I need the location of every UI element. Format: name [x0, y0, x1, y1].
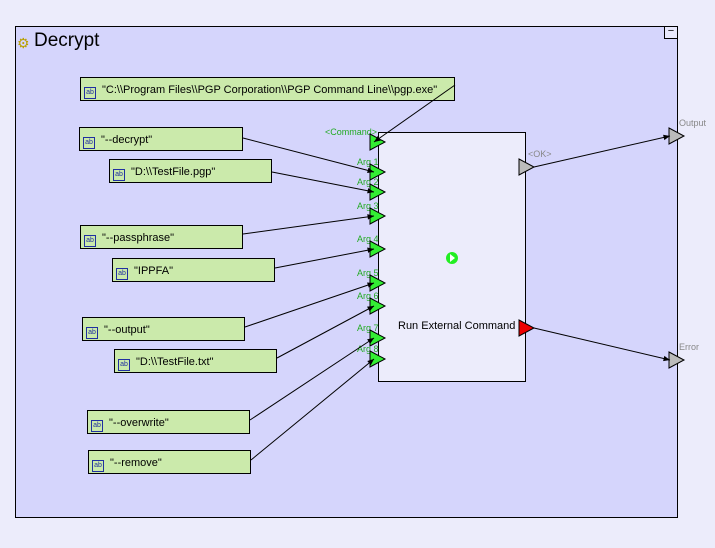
wire [271, 171, 375, 193]
string-constant-icon: ab [91, 420, 103, 432]
wire-arrowhead [367, 214, 374, 220]
constant-block[interactable]: ab "D:\\TestFile.pgp" [109, 159, 272, 183]
input-port[interactable] [369, 350, 387, 368]
constant-block[interactable]: ab "--remove" [88, 450, 251, 474]
gear-icon: ⚙ [17, 35, 30, 51]
wire [533, 135, 671, 168]
wire-arrowhead [663, 134, 670, 141]
constant-value: "D:\\TestFile.pgp" [131, 166, 216, 178]
string-constant-icon: ab [84, 87, 96, 99]
run-icon-arrow [450, 254, 455, 262]
wire-arrowhead [367, 247, 374, 253]
constant-block[interactable]: ab "C:\\Program Files\\PGP Corporation\\P… [80, 77, 455, 101]
string-constant-icon: ab [84, 235, 96, 247]
wire [244, 282, 375, 328]
input-port-label: Arg 1 [357, 157, 379, 167]
string-constant-icon: ab [86, 327, 98, 339]
ok-port[interactable] [518, 158, 536, 176]
input-port-label: Arg 3 [357, 201, 379, 211]
input-port-label: Arg 7 [357, 323, 379, 333]
output-label: Output [679, 118, 707, 128]
wire-arrowhead [367, 338, 374, 344]
wire [242, 137, 375, 173]
wire [274, 248, 375, 269]
workflow-title: ⚙Decrypt [17, 30, 99, 52]
string-constant-icon: ab [92, 460, 104, 472]
wire [276, 305, 375, 359]
constant-block[interactable]: ab "--overwrite" [87, 410, 250, 434]
constant-block[interactable]: ab "--decrypt" [79, 127, 243, 151]
title-text: Decrypt [34, 30, 100, 51]
constant-block[interactable]: ab "IPPFA" [112, 258, 275, 282]
input-port-label: Arg 5 [357, 268, 379, 278]
wire [242, 215, 375, 235]
error-port[interactable] [518, 319, 536, 337]
wire [250, 358, 375, 461]
constant-value: "--decrypt" [101, 134, 153, 146]
string-constant-icon: ab [116, 268, 128, 280]
input-port-label: Arg 8 [357, 344, 379, 354]
string-constant-icon: ab [113, 169, 125, 181]
constant-value: "D:\\TestFile.txt" [136, 356, 214, 368]
wire [373, 84, 456, 143]
input-port-label: Arg 2 [357, 177, 379, 187]
wire-arrowhead [374, 136, 381, 142]
string-constant-icon: ab [83, 137, 95, 149]
wire-arrowhead [367, 167, 374, 174]
constant-value: "--output" [104, 324, 150, 336]
wire-arrowhead [367, 282, 374, 288]
constant-value: "C:\\Program Files\\PGP Corporation\\PGP… [102, 84, 438, 96]
wire-arrowhead [367, 188, 374, 194]
wire-arrowhead [663, 355, 670, 362]
constant-value: "--passphrase" [102, 232, 175, 244]
string-constant-icon: ab [118, 359, 130, 371]
input-port[interactable] [369, 329, 387, 347]
input-port-label: Arg 6 [357, 291, 379, 301]
collapse-button[interactable]: − [664, 26, 678, 39]
constant-value: "--overwrite" [109, 417, 169, 429]
error-output-port[interactable] [668, 351, 686, 369]
node-label: Run External Command [398, 320, 516, 332]
wire [533, 327, 671, 361]
constant-value: "IPPFA" [134, 265, 173, 277]
output-port[interactable] [668, 127, 686, 145]
wire [249, 337, 375, 421]
constant-block[interactable]: ab "D:\\TestFile.txt" [114, 349, 277, 373]
wire-arrowhead [367, 359, 374, 366]
input-port-label: Arg 4 [357, 234, 379, 244]
constant-block[interactable]: ab "--output" [82, 317, 245, 341]
wire-arrowhead [367, 306, 374, 312]
constant-block[interactable]: ab "--passphrase" [80, 225, 243, 249]
input-port-label: <Command> [325, 127, 378, 137]
input-port[interactable] [369, 297, 387, 315]
ok-port-label: <OK> [528, 149, 552, 159]
constant-value: "--remove" [110, 457, 162, 469]
error-label: Error [679, 342, 699, 352]
